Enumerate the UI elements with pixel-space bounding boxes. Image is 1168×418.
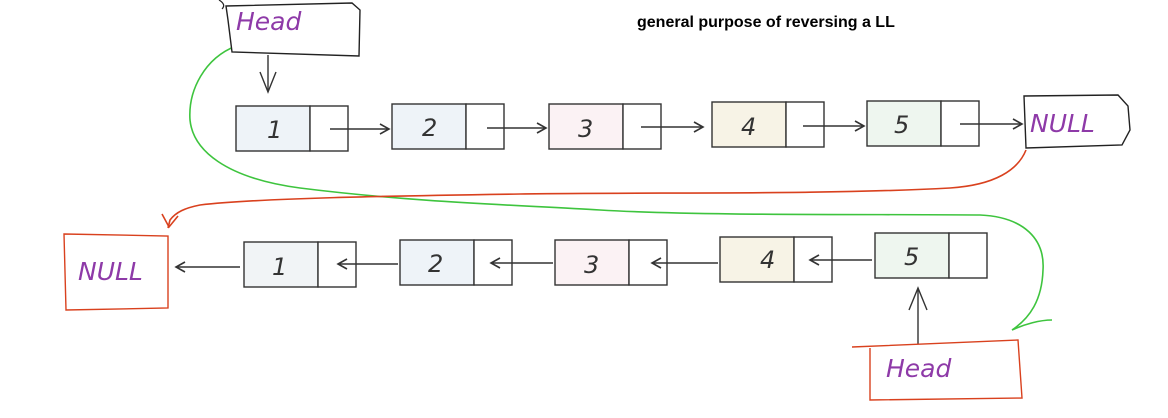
top-node-1-value: 1 bbox=[267, 116, 282, 144]
top-head-pointer-arrow bbox=[259, 55, 277, 94]
bottom-node-2-value: 2 bbox=[428, 250, 443, 278]
top-node-3-value: 3 bbox=[578, 115, 593, 143]
top-null-label: NULL bbox=[1030, 109, 1095, 138]
bottom-node-4: 4 bbox=[719, 236, 833, 283]
bottom-head-pointer-arrow bbox=[908, 286, 928, 345]
top-null-box: NULL bbox=[1023, 94, 1131, 149]
top-node-3: 3 bbox=[548, 103, 662, 150]
bottom-node-3: 3 bbox=[554, 239, 668, 286]
red-route-arrowhead bbox=[161, 213, 179, 229]
top-node-2-value: 2 bbox=[422, 114, 437, 142]
green-route-line bbox=[189, 45, 1053, 331]
bottom-head-label: Head bbox=[886, 354, 951, 383]
bottom-node-5: 5 bbox=[874, 232, 988, 279]
top-node-2: 2 bbox=[391, 103, 505, 150]
diagram-title: general purpose of reversing a LL bbox=[637, 14, 895, 31]
bottom-node-2: 2 bbox=[399, 239, 513, 286]
top-node-5-value: 5 bbox=[894, 111, 909, 139]
top-node-4-value: 4 bbox=[741, 113, 756, 141]
top-head-label: Head bbox=[236, 7, 301, 36]
bottom-head-box: Head bbox=[851, 339, 1023, 401]
bottom-node-1-value: 1 bbox=[272, 253, 287, 281]
bottom-node-5-value: 5 bbox=[904, 243, 919, 271]
red-route-line bbox=[167, 149, 1027, 229]
bottom-node-3-value: 3 bbox=[584, 251, 599, 279]
bottom-null-label: NULL bbox=[78, 257, 143, 286]
top-head-box: Head bbox=[218, 0, 361, 57]
top-node-4: 4 bbox=[711, 101, 825, 148]
bottom-node-4-value: 4 bbox=[760, 246, 775, 274]
bottom-null-box: NULL bbox=[63, 233, 169, 311]
